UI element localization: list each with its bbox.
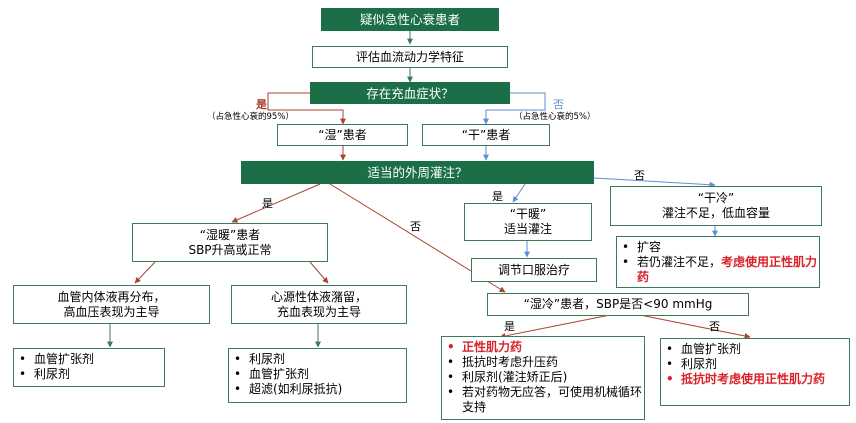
- wc-no-tx-item-3: 抵抗时考虑使用正性肌力药: [661, 372, 849, 387]
- cardiac-tx-item-1-text: 利尿剂: [249, 352, 286, 366]
- dry-cold-tx-item-1-text: 扩容: [637, 240, 662, 254]
- box-wet-text: “湿”患者: [318, 127, 367, 142]
- vascular-tx-item-1: 血管扩张剂: [14, 352, 164, 367]
- box-wet-cold: “湿冷”患者，SBP是否<90 mmHg: [487, 293, 749, 316]
- box-vascular-line2: 高血压表现为主导: [63, 304, 160, 319]
- box-congestion-text: 存在充血症状？: [366, 85, 454, 101]
- label-wet-cold-no: 否: [709, 320, 720, 333]
- wc-no-tx-item-2-text: 利尿剂: [681, 357, 718, 371]
- box-dry-text: “干”患者: [461, 127, 511, 142]
- wc-yes-tx-item-1: 正性肌力药: [442, 340, 644, 355]
- box-cardiac-retention: 心源性体液潴留， 充血表现为主导: [231, 285, 407, 324]
- box-wet-cold-no-treatment: 血管扩张剂 利尿剂 抵抗时考虑使用正性肌力药: [660, 338, 850, 406]
- label-no-congestion: 否: [553, 98, 564, 111]
- dry-cold-tx-item-1: 扩容: [617, 240, 819, 255]
- wc-yes-tx-item-1-text: 正性肌力药: [462, 340, 523, 354]
- box-dry-cold-line1: “干冷”: [697, 191, 735, 205]
- label-wet-cold-yes: 是: [504, 320, 515, 333]
- box-dry-cold-treatment: 扩容 若仍灌注不足，考虑使用正性肌力药: [616, 236, 820, 288]
- box-congestion: 存在充血症状？: [310, 82, 510, 104]
- box-perfusion-text: 适当的外周灌注？: [367, 165, 468, 180]
- cardiac-tx-item-3: 超滤(如利尿抵抗): [229, 382, 406, 397]
- box-dry-warm-line2: 适当灌注: [503, 222, 552, 236]
- wc-yes-tx-item-3-text: 利尿剂(灌注矫正后): [462, 370, 568, 384]
- box-dry-patient: “干”患者: [422, 124, 550, 146]
- arrow-wetcold-no: [639, 314, 751, 339]
- wc-no-tx-item-1: 血管扩张剂: [661, 342, 849, 357]
- label-perf-yes-dry: 是: [492, 190, 503, 203]
- box-cardiac-line2: 充血表现为主导: [276, 304, 361, 319]
- dry-cold-tx-item-2-prefix: 若仍灌注不足，: [637, 255, 722, 269]
- box-dry-warm-line1: “干暖”: [509, 207, 547, 221]
- box-suspected-ahf: 疑似急性心衰患者: [321, 8, 499, 31]
- arrow-wetcold-yes: [499, 314, 611, 339]
- box-wet-patient: “湿”患者: [277, 124, 408, 146]
- box-wet-warm: “湿暖”患者 SBP升高或正常: [132, 223, 328, 262]
- box-cardiac-line1: 心源性体液潴留，: [270, 289, 367, 304]
- box-wet-warm-line2: SBP升高或正常: [188, 242, 272, 257]
- box-dry-cold-line2: 灌注不足，低血容量: [661, 206, 770, 220]
- box-wet-cold-text: “湿冷”患者，SBP是否<90 mmHg: [523, 297, 713, 311]
- cardiac-tx-item-2: 血管扩张剂: [229, 367, 406, 382]
- box-oral-text: 调节口服治疗: [497, 262, 570, 277]
- label-perf-yes-left: 是: [262, 197, 273, 210]
- dry-cold-tx-item-2-emph: 考虑使用正性肌力药: [637, 255, 818, 284]
- dry-cold-tx-item-2: 若仍灌注不足，考虑使用正性肌力药: [617, 255, 819, 285]
- box-dry-cold: “干冷” 灌注不足，低血容量: [610, 186, 822, 226]
- note-no-percent: （占急性心衰的5%）: [514, 112, 596, 122]
- cardiac-tx-item-1: 利尿剂: [229, 352, 406, 367]
- wc-no-tx-item-1-text: 血管扩张剂: [681, 342, 742, 356]
- label-yes-congestion: 是: [256, 98, 267, 111]
- wc-yes-tx-item-2: 抵抗时考虑升压药: [442, 355, 644, 370]
- arrow-perfusion-wetwarm: [231, 183, 321, 223]
- arrow-perfusion-drycold: [593, 177, 716, 188]
- arrow-congestion-wet: [267, 92, 346, 125]
- wc-yes-tx-item-2-text: 抵抗时考虑升压药: [462, 355, 559, 369]
- arrow-wetwarm-cardiac: [309, 261, 329, 284]
- arrow-wetwarm-vascular: [134, 261, 156, 284]
- box-dry-warm: “干暖” 适当灌注: [464, 203, 592, 241]
- arrow-perfusion-drywarm: [512, 183, 526, 203]
- box-vascular-treatment: 血管扩张剂 利尿剂: [13, 348, 165, 387]
- box-wet-warm-line1: “湿暖”患者: [199, 227, 261, 242]
- vascular-tx-item-2: 利尿剂: [14, 367, 164, 382]
- label-perf-no-dry: 否: [634, 169, 645, 182]
- label-perf-no-mid: 否: [410, 220, 421, 233]
- vascular-tx-item-2-text: 利尿剂: [34, 367, 71, 381]
- wc-yes-tx-item-4: 若对药物无应答，可使用机械循环支持: [442, 385, 644, 415]
- note-yes-percent: （占急性心衰的95%）: [207, 112, 294, 122]
- cardiac-tx-item-3-text: 超滤(如利尿抵抗): [249, 382, 343, 396]
- box-oral-therapy: 调节口服治疗: [471, 258, 597, 282]
- box-suspected-ahf-text: 疑似急性心衰患者: [359, 12, 460, 27]
- wc-no-tx-item-3-text: 抵抗时考虑使用正性肌力药: [681, 372, 826, 386]
- cardiac-tx-item-2-text: 血管扩张剂: [249, 367, 310, 381]
- arrow-congestion-dry: [483, 92, 546, 125]
- box-assess-hemodynamics: 评估血流动力学特征: [312, 46, 508, 68]
- box-cardiac-treatment: 利尿剂 血管扩张剂 超滤(如利尿抵抗): [228, 348, 407, 403]
- vascular-tx-item-1-text: 血管扩张剂: [34, 352, 95, 366]
- wc-no-tx-item-2: 利尿剂: [661, 357, 849, 372]
- wc-yes-tx-item-3: 利尿剂(灌注矫正后): [442, 370, 644, 385]
- box-vascular-line1: 血管内体液再分布，: [57, 289, 166, 304]
- box-vascular-redistribution: 血管内体液再分布， 高血压表现为主导: [13, 285, 210, 324]
- box-assess-text: 评估血流动力学特征: [355, 49, 464, 64]
- box-perfusion: 适当的外周灌注？: [241, 161, 594, 184]
- wc-yes-tx-item-4-text: 若对药物无应答，可使用机械循环支持: [462, 385, 643, 414]
- box-wet-cold-yes-treatment: 正性肌力药 抵抗时考虑升压药 利尿剂(灌注矫正后) 若对药物无应答，可使用机械循…: [441, 336, 645, 420]
